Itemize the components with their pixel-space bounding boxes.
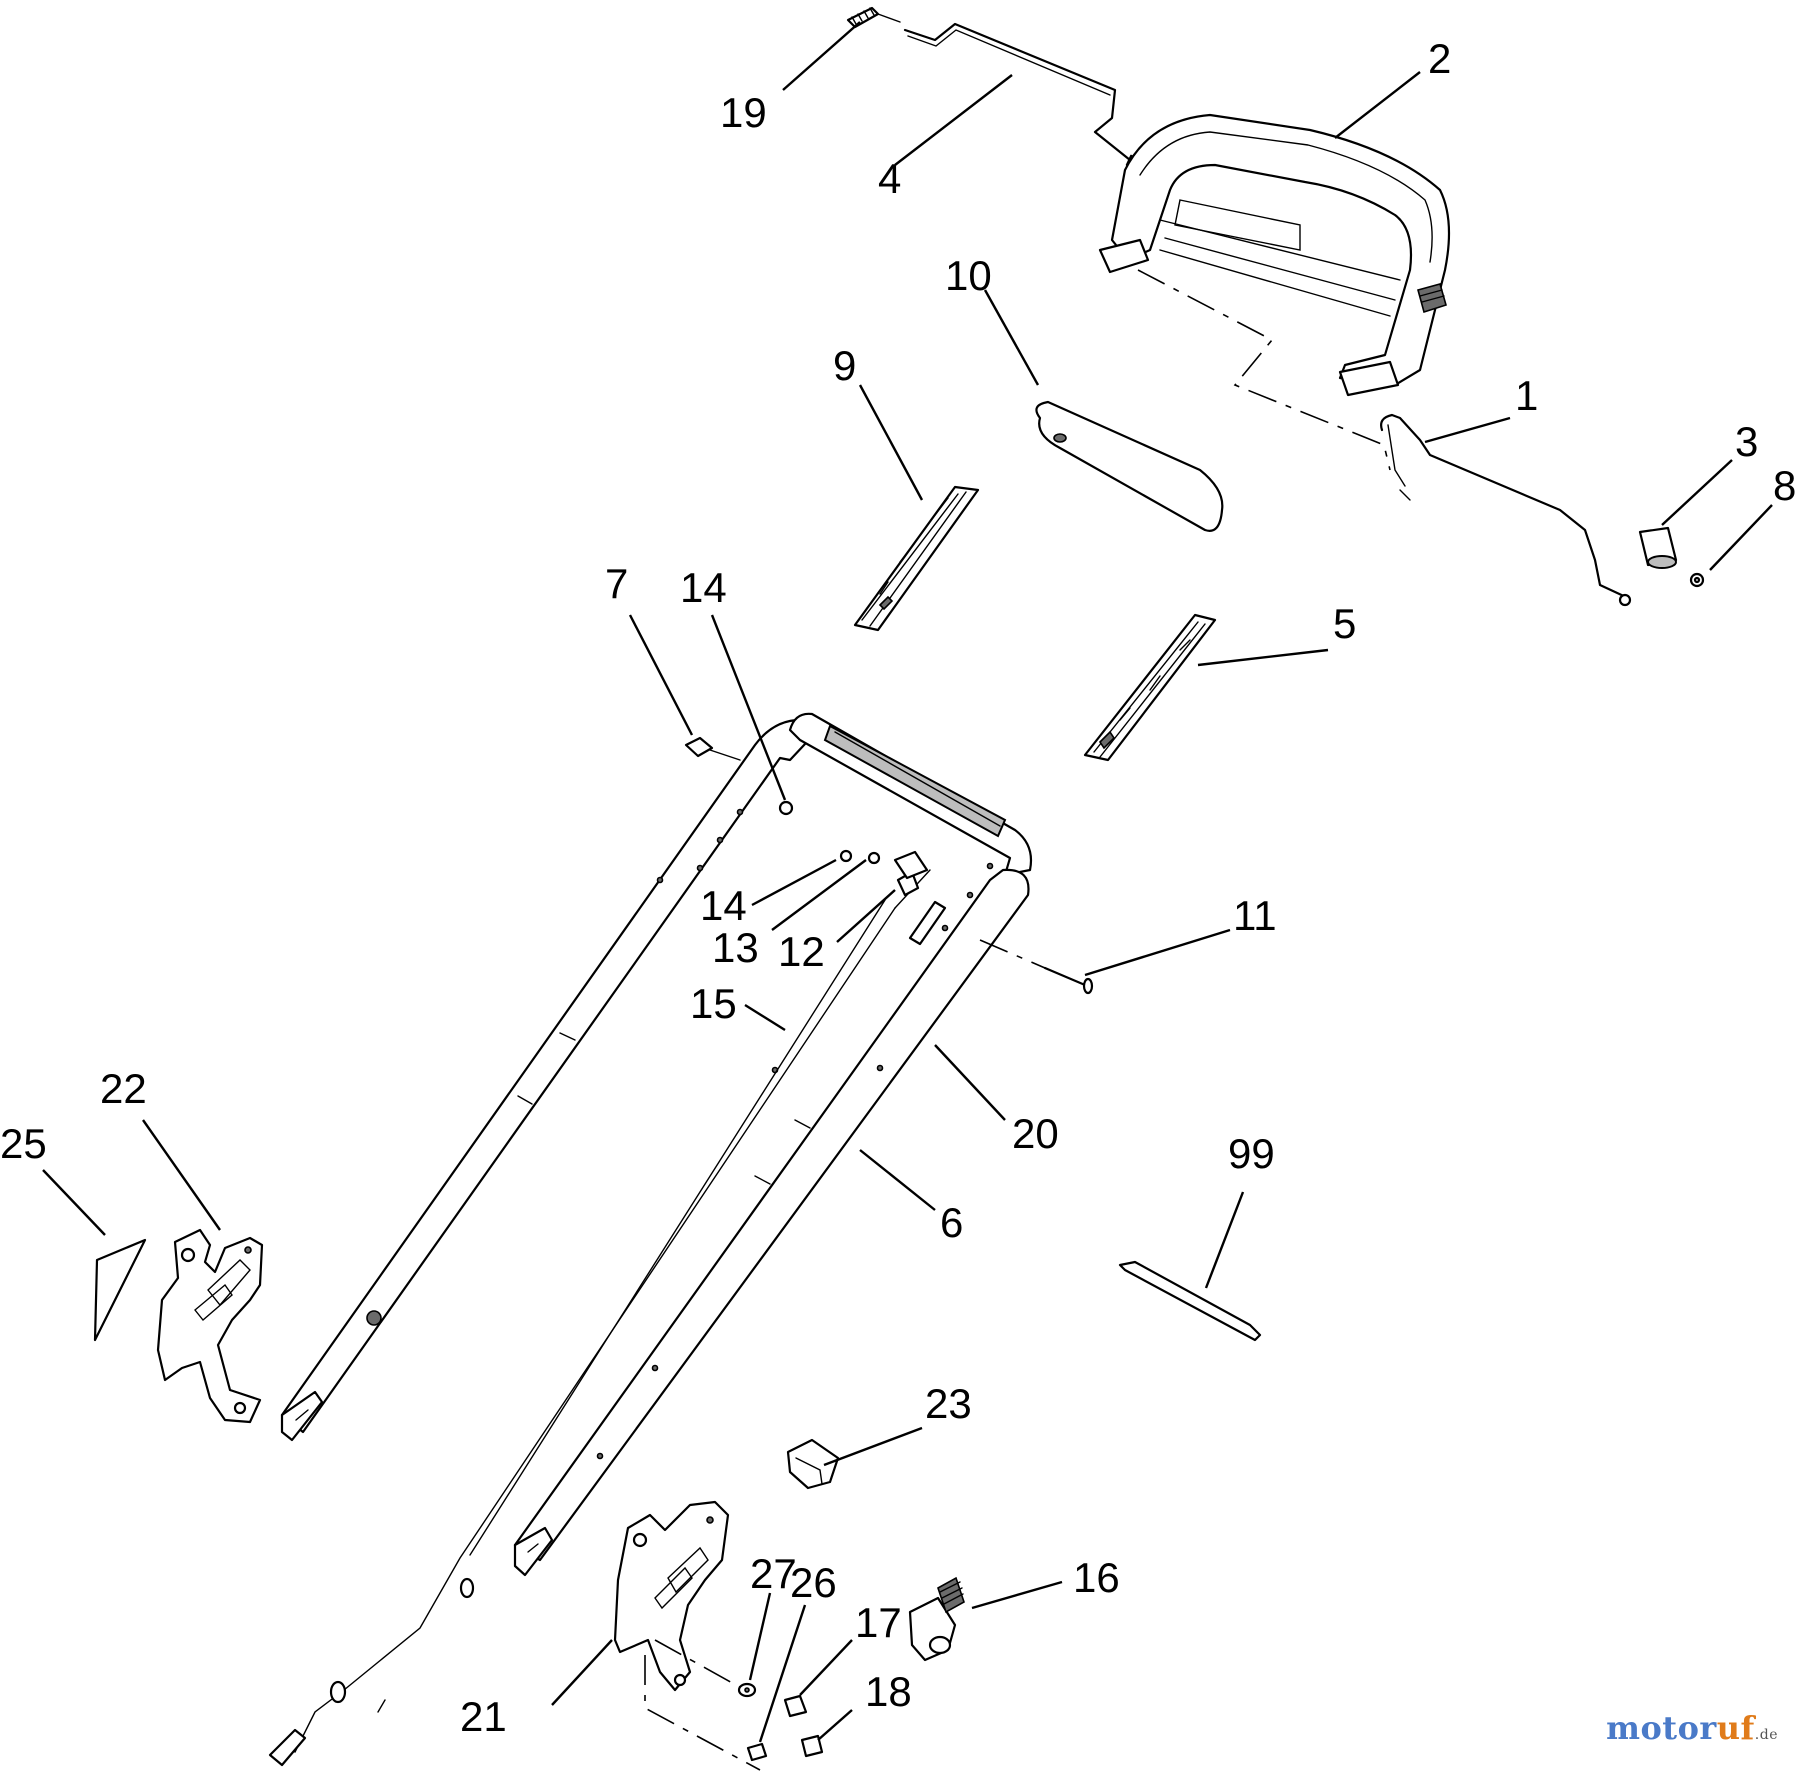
leader-lines [42,21,1773,1743]
callout-14-upper: 14 [680,564,727,611]
callout-3: 3 [1735,418,1758,465]
callout-13: 13 [712,924,759,971]
part-2-upper-handle [1098,113,1451,397]
part-11-bolt [979,939,1094,995]
part-18-nut [800,1734,824,1758]
watermark-brand-accent: uf [1716,1709,1755,1747]
callout-26: 26 [790,1559,837,1606]
callout-16: 16 [1073,1554,1120,1601]
callout-1: 1 [1515,372,1538,419]
callout-20: 20 [1012,1110,1059,1157]
part-5-bracket [1083,613,1217,762]
callout-12: 12 [778,928,825,975]
callout-10: 10 [945,252,992,299]
callout-27: 27 [750,1550,797,1597]
part-14-nut-upper [778,800,794,816]
part-25-decal [93,1238,147,1342]
callout-14-lower: 14 [700,882,747,929]
callout-5: 5 [1333,600,1356,647]
dashed-centerline-upper [1137,269,1391,471]
part-15-control-cable [268,869,947,1767]
callout-6: 6 [940,1199,963,1246]
callout-11: 11 [1233,892,1277,939]
watermark-logo: motoruf.de [1606,1709,1778,1747]
watermark-brand-suffix: .de [1754,1727,1778,1743]
part-9-bracket [853,485,980,632]
callout-19: 19 [720,89,767,136]
callout-99: 99 [1228,1130,1275,1177]
part-16-spring-pivot [908,1576,965,1662]
callout-2: 2 [1428,35,1451,82]
callout-7: 7 [605,560,628,607]
part-14-nut-lower [839,849,853,863]
part-8-washer [1689,572,1705,588]
part-26-bolt [746,1742,768,1762]
part-10-grip-cover [1035,400,1224,532]
part-23-block [786,1438,840,1490]
callout-labels: 19 4 2 10 1 3 8 9 5 7 14 14 13 12 11 15 … [0,35,1796,1740]
callout-4: 4 [878,155,901,202]
part-12-cable-clamp [893,850,929,897]
callout-22: 22 [100,1065,147,1112]
callout-25: 25 [0,1120,47,1167]
callout-21: 21 [460,1693,507,1740]
part-20-lower-handle [280,712,1033,1577]
part-7-cable-clip [684,736,741,761]
callout-9: 9 [833,342,856,389]
part-19-spring [846,6,901,29]
part-21-right-bracket [613,1500,761,1771]
callout-15: 15 [690,980,737,1027]
part-27-washer [737,1682,757,1698]
part-17-spacer [783,1694,808,1718]
callout-8: 8 [1773,462,1796,509]
part-13-washer [867,851,881,865]
part-1-bail-cable [1380,413,1632,607]
part-99-cable-tie [1118,1260,1262,1342]
part-4-control-rod [903,22,1153,176]
part-3-bushing [1638,526,1678,569]
callout-17: 17 [855,1599,902,1646]
callout-23: 23 [925,1380,972,1427]
callout-18: 18 [865,1668,912,1715]
watermark-brand-main: motor [1606,1709,1717,1747]
part-22-left-bracket [156,1228,264,1424]
